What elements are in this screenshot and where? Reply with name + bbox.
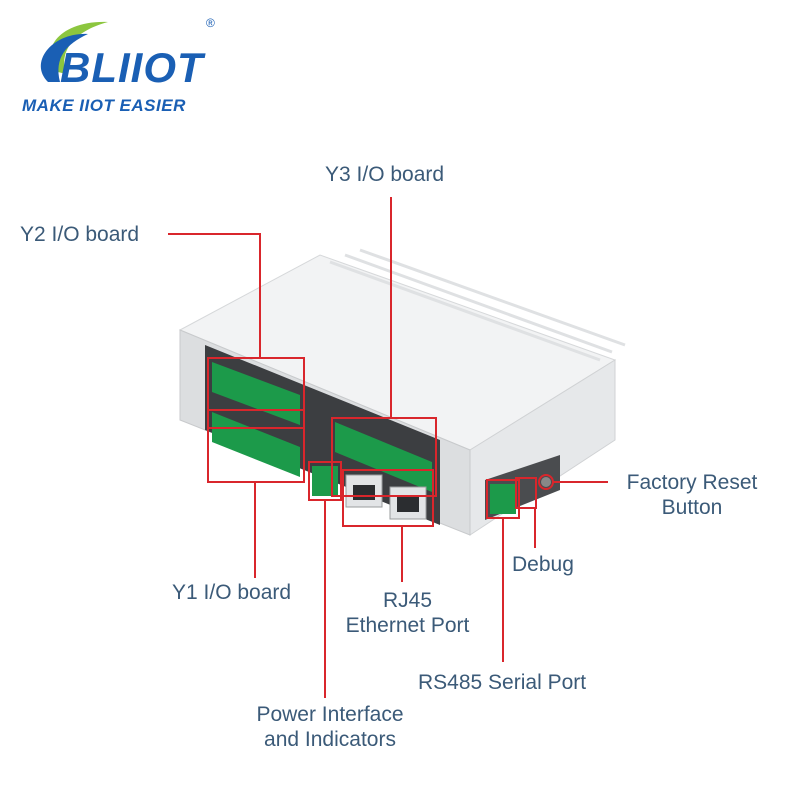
rj45-label: RJ45 Ethernet Port xyxy=(330,588,485,638)
logo-swoosh-icon xyxy=(40,21,108,82)
rs485-label: RS485 Serial Port xyxy=(418,671,587,694)
brand-tagline: MAKE IIOT EASIER xyxy=(22,96,186,115)
y2-label: Y2 I/O board xyxy=(20,223,140,246)
registered-mark: ® xyxy=(206,16,215,30)
top-ribs xyxy=(329,248,626,362)
y1-label: Y1 I/O board xyxy=(172,581,292,604)
brand-name: BLIIOT xyxy=(60,44,204,91)
debug-label: Debug xyxy=(512,553,574,576)
y3-callout-box xyxy=(331,417,437,497)
power-label: Power Interface and Indicators xyxy=(232,702,428,752)
rj45-label-line1: RJ45 xyxy=(382,589,433,612)
power-label-line1: Power Interface xyxy=(256,703,404,726)
y2-leader xyxy=(168,233,261,358)
factory-reset-label: Factory Reset Button xyxy=(612,470,772,520)
callouts xyxy=(168,197,608,698)
debug-callout-box xyxy=(515,477,537,509)
factory-reset-label-line2: Button xyxy=(661,496,723,519)
bliiot-logo xyxy=(18,12,238,122)
y3-terminal-block xyxy=(335,422,432,492)
rj45-label-line2: Ethernet Port xyxy=(345,614,470,637)
rj45-callout-box xyxy=(342,469,434,527)
power-terminal xyxy=(312,466,338,496)
rs485-terminal xyxy=(490,484,516,514)
y3-label: Y3 I/O board xyxy=(325,163,445,186)
factory-reset-label-line1: Factory Reset xyxy=(626,471,758,494)
power-label-line2: and Indicators xyxy=(264,728,396,751)
y2-callout-box xyxy=(207,357,305,429)
factory-reset-button xyxy=(541,477,551,487)
